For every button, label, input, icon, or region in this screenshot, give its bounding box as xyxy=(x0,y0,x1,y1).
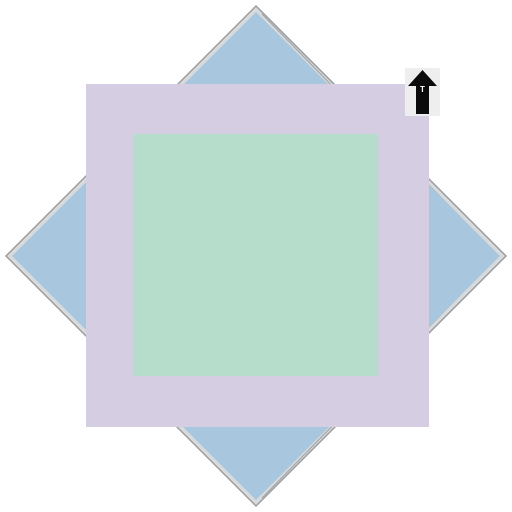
orientation-marker: T xyxy=(405,68,440,116)
up-arrow-icon xyxy=(408,70,437,114)
green-center-square xyxy=(134,134,378,376)
orientation-letter: T xyxy=(420,85,425,94)
